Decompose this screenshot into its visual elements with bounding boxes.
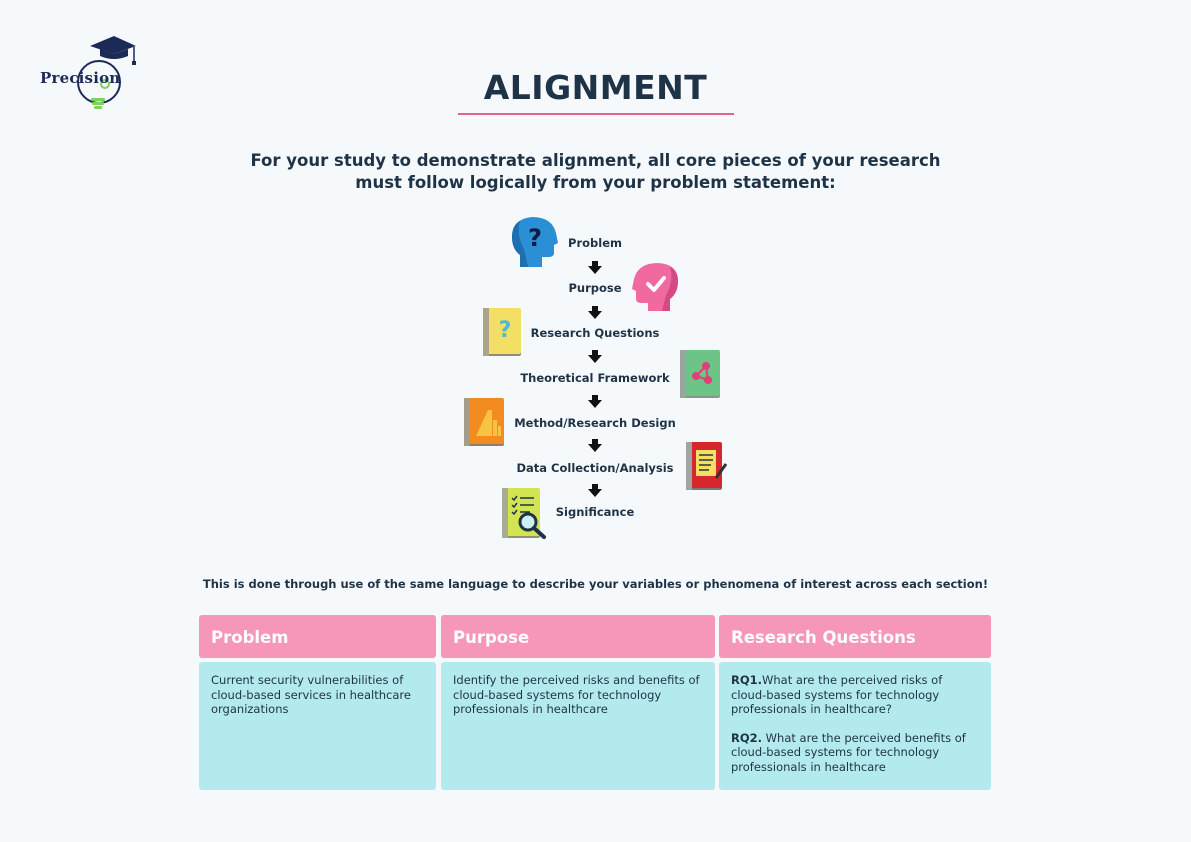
title-underline — [458, 113, 734, 115]
notes-book-icon — [686, 442, 728, 490]
column-header-research-questions: Research Questions — [719, 615, 991, 658]
arrow-down-icon — [588, 395, 602, 408]
flow-step-significance: Significance — [555, 505, 635, 519]
column-body-purpose: Identify the perceived risks and benefit… — [441, 662, 715, 790]
flow-step-problem: Problem — [568, 236, 622, 250]
rq1-text: What are the perceived risks of cloud-ba… — [731, 673, 943, 716]
research-question-1: RQ1.What are the perceived risks of clou… — [731, 673, 979, 717]
column-header-purpose: Purpose — [441, 615, 715, 658]
flow-step-theoretical-framework: Theoretical Framework — [520, 371, 670, 385]
intro-line-1: For your study to demonstrate alignment,… — [250, 151, 941, 170]
network-book-icon — [680, 350, 720, 398]
arrow-down-icon — [588, 350, 602, 363]
flow-step-research-questions: Research Questions — [530, 326, 660, 340]
research-question-2: RQ2. What are the perceived benefits of … — [731, 731, 979, 775]
column-header-problem: Problem — [199, 615, 436, 658]
svg-text:?: ? — [499, 318, 512, 343]
rq2-text: What are the perceived benefits of cloud… — [731, 730, 966, 774]
check-head-icon — [632, 263, 678, 311]
precision-logo: Precision — [38, 32, 138, 114]
rq1-label: RQ1. — [731, 673, 763, 687]
graduation-bulb-icon — [77, 36, 136, 109]
arrow-down-icon — [588, 484, 602, 497]
page-title: ALIGNMENT — [483, 68, 708, 107]
column-body-research-questions: RQ1.What are the perceived risks of clou… — [719, 662, 991, 790]
arrow-down-icon — [588, 439, 602, 452]
intro-text: For your study to demonstrate alignment,… — [0, 150, 1191, 194]
flow-step-purpose: Purpose — [568, 281, 622, 295]
logo-text: Precision — [40, 69, 121, 87]
question-book-icon: ? — [483, 308, 521, 356]
arrow-down-icon — [588, 261, 602, 274]
chart-book-icon — [464, 398, 504, 446]
checklist-magnifier-icon — [502, 488, 546, 539]
flow-step-data-collection: Data Collection/Analysis — [516, 461, 674, 475]
intro-line-2: must follow logically from your problem … — [355, 173, 836, 192]
language-note: This is done through use of the same lan… — [202, 577, 989, 591]
column-body-problem: Current security vulnerabilities of clou… — [199, 662, 436, 790]
flow-step-method: Method/Research Design — [514, 416, 676, 430]
svg-text:?: ? — [528, 224, 542, 252]
rq2-label: RQ2. — [731, 730, 763, 745]
question-head-icon: ? — [512, 217, 558, 267]
arrow-down-icon — [588, 306, 602, 319]
